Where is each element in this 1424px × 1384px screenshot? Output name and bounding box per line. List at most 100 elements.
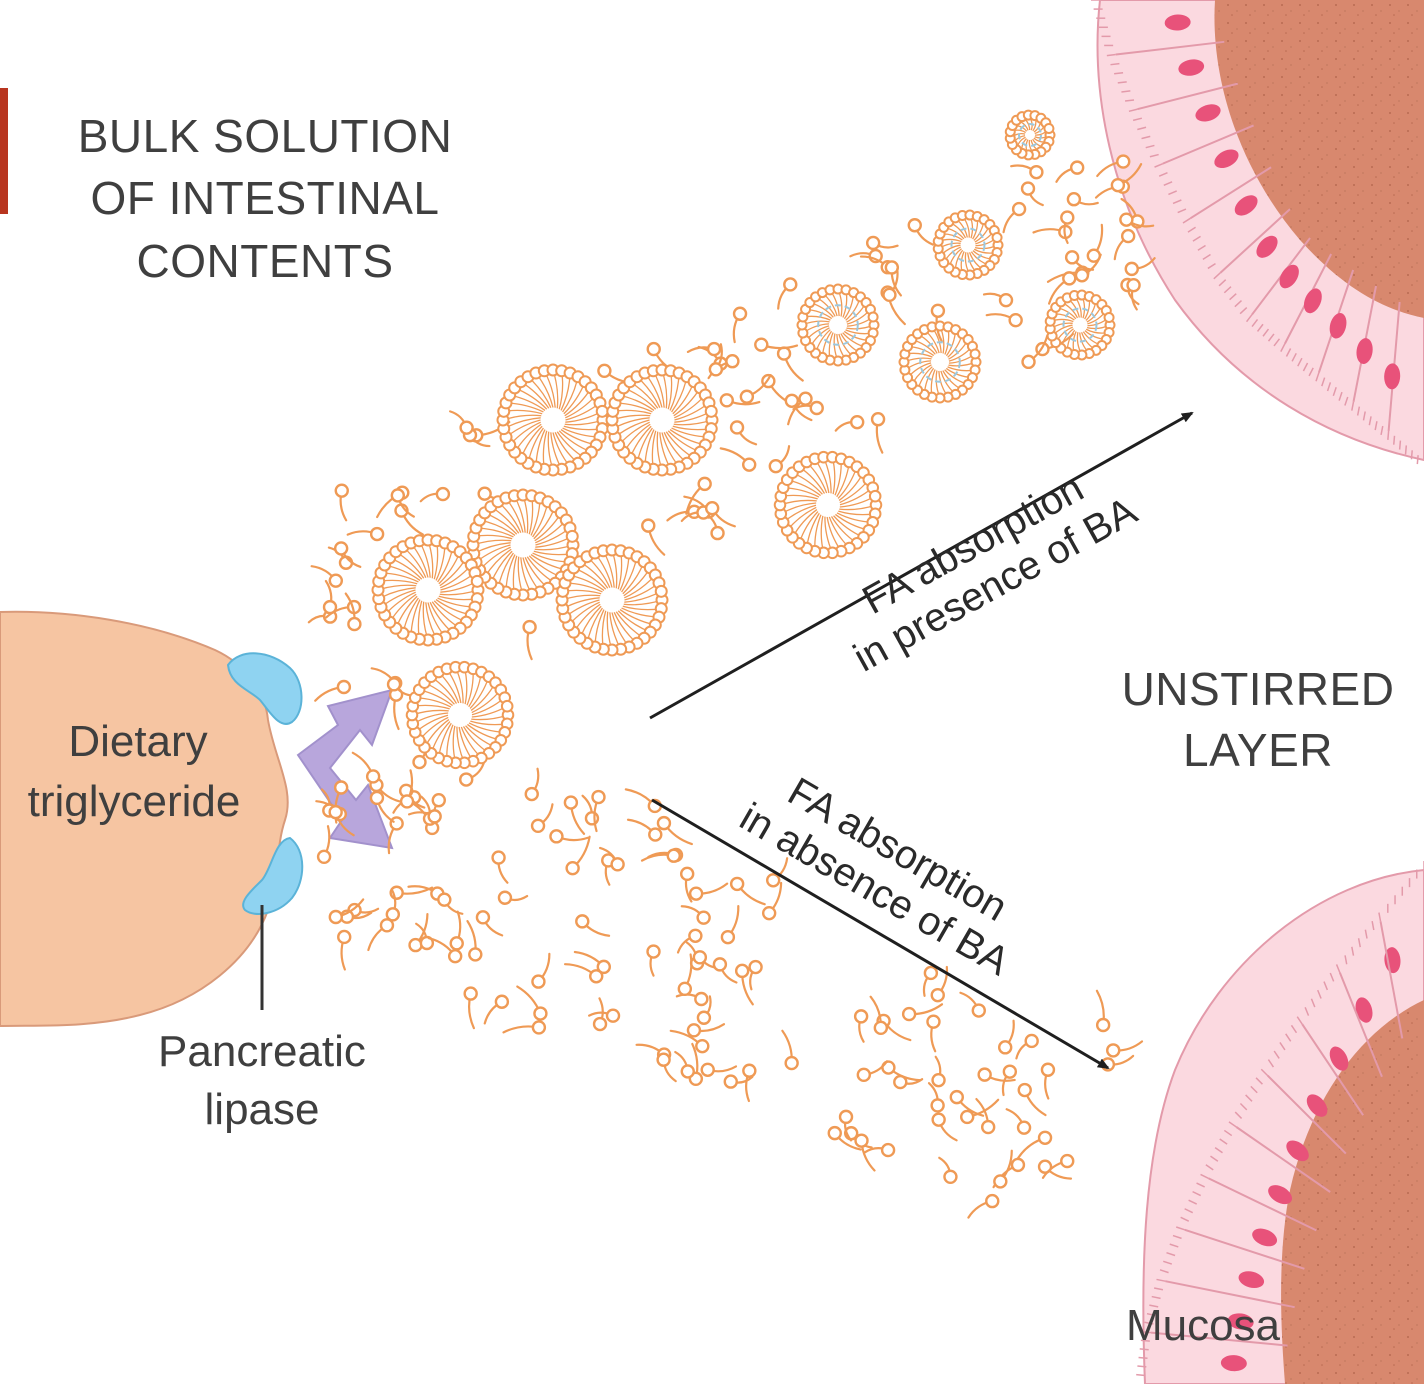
fatty-acid — [907, 218, 935, 246]
fatty-acid — [882, 268, 899, 303]
fatty-acid — [686, 341, 722, 357]
fatty-acid — [938, 1156, 958, 1185]
fatty-acid — [346, 526, 385, 542]
fatty-acid — [686, 1023, 726, 1038]
fatty-acid — [415, 922, 435, 951]
fatty-acid — [723, 1074, 754, 1089]
fatty-acid — [926, 1014, 941, 1053]
fatty-acid — [827, 1125, 862, 1151]
dietary-label-line1: Dietary — [68, 717, 207, 766]
fatty-acid — [676, 928, 703, 954]
fatty-acid — [1126, 278, 1141, 311]
fatty-acid — [437, 892, 464, 915]
fatty-acid — [927, 1082, 945, 1113]
arrow-presence-ba — [649, 411, 1194, 720]
fatty-acid — [491, 850, 509, 884]
micelle — [605, 363, 719, 477]
nucleus — [1178, 59, 1205, 76]
epithelial-cells-top — [1100, 0, 1424, 460]
fatty-acid — [646, 944, 661, 977]
fatty-acid — [475, 910, 504, 937]
fatty-acid — [1002, 201, 1027, 234]
lumen-core-bottom — [1281, 1000, 1424, 1384]
fatty-acid — [463, 986, 478, 1030]
fatty-acid — [549, 829, 590, 844]
cell-wall — [1235, 1126, 1331, 1193]
fatty-acid — [712, 957, 738, 984]
fatty-acid — [784, 393, 813, 422]
unstirred-label-line2: LAYER — [1183, 724, 1333, 776]
micelle — [555, 543, 669, 657]
fatty-acid — [787, 391, 813, 426]
fatty-acid — [1015, 1033, 1039, 1060]
arrow-absence-ba — [651, 798, 1110, 1070]
fatty-acid — [930, 965, 949, 1003]
fatty-acid — [524, 767, 540, 802]
fatty-acid — [901, 1003, 944, 1022]
nucleus — [1238, 1271, 1265, 1289]
fatty-acid — [854, 1133, 876, 1172]
micelle — [405, 660, 515, 770]
micelle — [932, 209, 1004, 281]
fatty-acid — [1017, 1082, 1047, 1117]
fatty-acid — [531, 952, 551, 989]
cell-wall — [1379, 921, 1404, 1039]
mucosa-villus-top — [1091, 0, 1424, 465]
cell-wall — [1219, 208, 1291, 274]
lipase-lower — [242, 836, 304, 915]
fatty-acid — [588, 1008, 621, 1023]
micelle — [773, 450, 883, 560]
fatty-acid — [328, 898, 365, 925]
fatty-acid — [1021, 334, 1049, 370]
nucleus — [1256, 235, 1278, 258]
cell-wall — [1165, 1280, 1295, 1309]
cell-wall — [1137, 82, 1239, 111]
nucleus — [1214, 149, 1239, 169]
nucleus — [1234, 195, 1258, 216]
fatty-acid — [700, 1062, 738, 1077]
fatty-acid — [385, 888, 401, 922]
fatty-acid — [1124, 257, 1156, 277]
micelle — [796, 283, 880, 367]
fatty-acid — [1005, 1108, 1032, 1135]
fatty-acid — [351, 751, 381, 784]
label-absence-ba: FA absorption in absence of BA — [733, 769, 1017, 984]
micelle — [1044, 289, 1116, 361]
fatty-acid — [949, 1089, 985, 1117]
fatty-acid — [675, 991, 709, 1007]
fatty-acid — [776, 346, 804, 382]
fatty-acid — [656, 815, 693, 846]
fatty-acid — [334, 483, 349, 522]
fatty-acid — [516, 985, 548, 1021]
fatty-acid — [1016, 1130, 1053, 1160]
bulk-label-line2: OF INTESTINAL — [91, 172, 440, 224]
fatty-acid — [729, 876, 766, 906]
fatty-acid — [1110, 163, 1143, 193]
brush-border-bottom — [1136, 861, 1424, 1377]
fatty-acid — [333, 780, 349, 824]
fatty-acid — [781, 1029, 799, 1071]
nucleus — [1286, 1140, 1309, 1162]
fatty-acid — [834, 414, 865, 432]
fatty-acid — [591, 789, 606, 833]
fatty-acid — [680, 905, 711, 925]
fatty-acid — [1055, 160, 1085, 183]
cell-wall — [1208, 1177, 1317, 1232]
fatty-acid — [563, 963, 604, 984]
fatty-acid — [483, 994, 510, 1025]
fatty-acid — [1020, 181, 1044, 207]
fatty-acid — [869, 995, 889, 1036]
nucleus — [1227, 1313, 1254, 1330]
fatty-acid — [685, 476, 712, 515]
lipase-label-line2: lipase — [205, 1085, 320, 1134]
fatty-acid — [688, 882, 729, 901]
fatty-acid — [449, 910, 464, 951]
fatty-acid — [1060, 210, 1075, 245]
fatty-acid — [427, 937, 463, 964]
fatty-acid — [522, 619, 537, 661]
fatty-acid — [344, 592, 362, 632]
fatty-acid — [530, 803, 554, 834]
lipase-label-line1: Pancreatic — [158, 1027, 366, 1076]
bulk-label-line1: BULK SOLUTION — [78, 110, 453, 162]
mucosa-villus-bottom — [1136, 861, 1424, 1384]
